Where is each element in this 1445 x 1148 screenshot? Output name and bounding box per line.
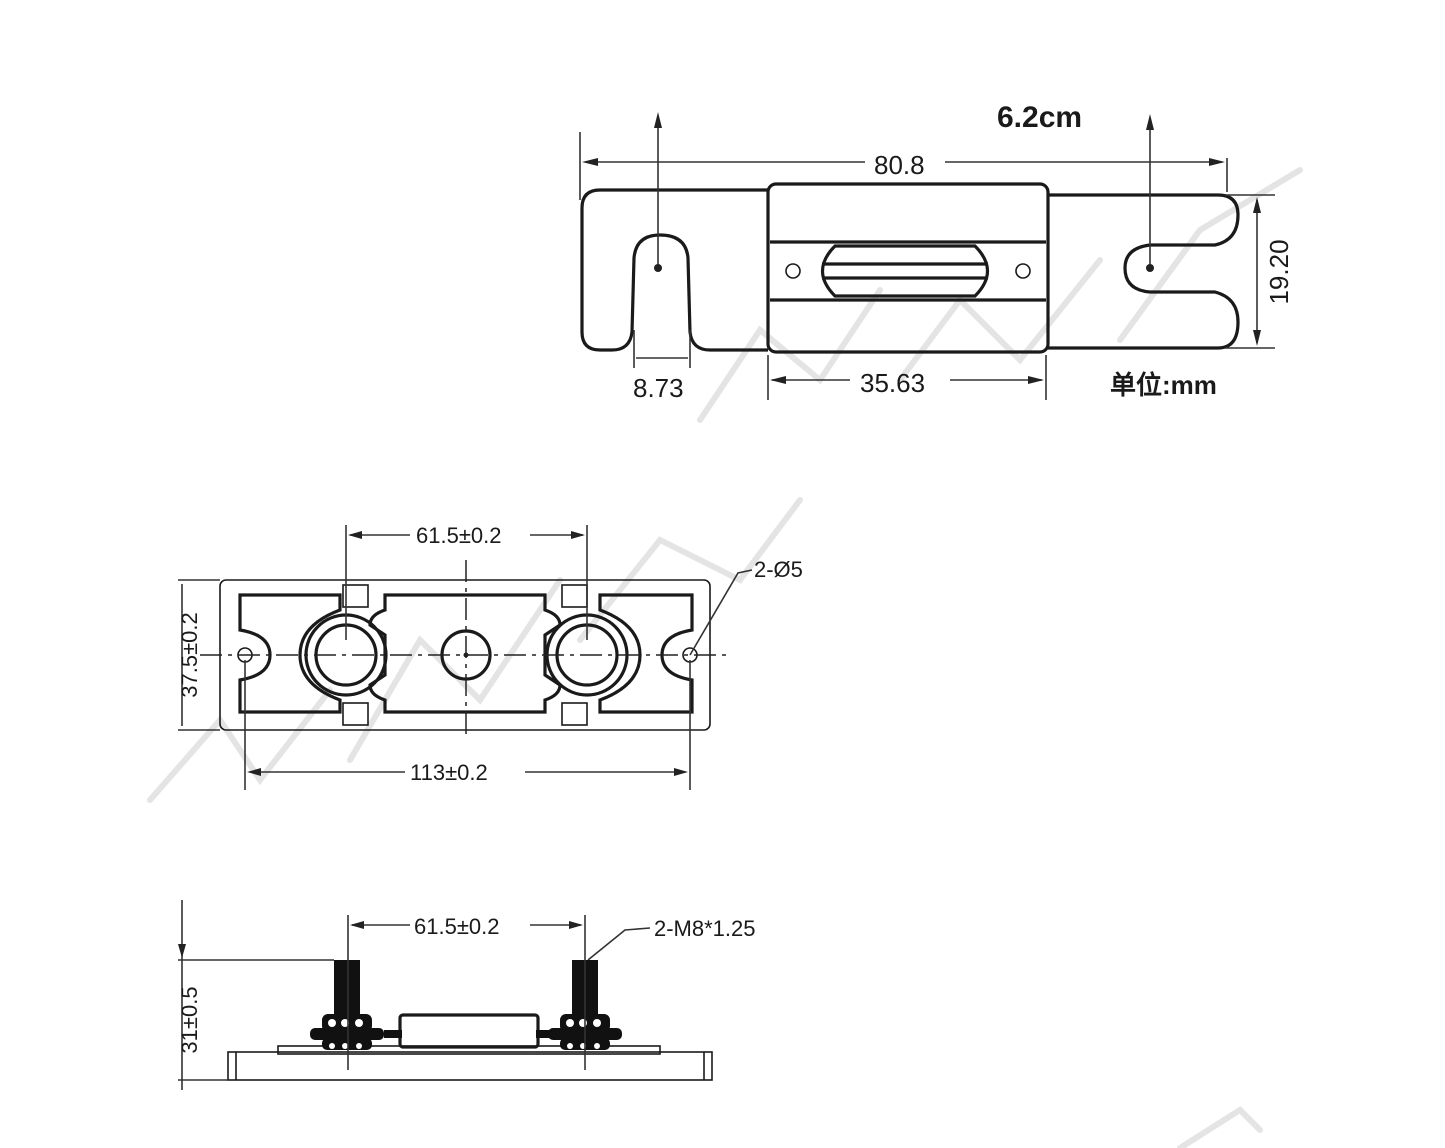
slot-width-label: 8.73 bbox=[633, 373, 684, 403]
mount-hole-callout: 2-Ø5 bbox=[754, 557, 803, 582]
stud-callout: 2-M8*1.25 bbox=[654, 916, 756, 941]
holder-width-label: 37.5±0.2 bbox=[177, 612, 202, 697]
holder-height-label: 31±0.5 bbox=[177, 986, 202, 1053]
fuse-top-labels: 6.2cm 80.8 8.73 35.63 单位:mm 19.20 bbox=[633, 101, 1294, 403]
size-label: 6.2cm bbox=[997, 101, 1082, 134]
height-label: 19.20 bbox=[1264, 239, 1294, 304]
holder-top-labels: 61.5±0.2 2-Ø5 113±0.2 37.5±0.2 bbox=[177, 523, 803, 785]
holder-side-view bbox=[178, 900, 713, 1090]
overall-length-label: 80.8 bbox=[874, 150, 925, 180]
holder-side-labels: 61.5±0.2 2-M8*1.25 31±0.5 bbox=[177, 914, 756, 1054]
left-nut-stack bbox=[310, 1014, 384, 1050]
stud-spacing-label: 61.5±0.2 bbox=[416, 523, 501, 548]
body-width-label: 35.63 bbox=[860, 368, 925, 398]
watermark bbox=[147, 167, 1303, 1148]
unit-label: 单位:mm bbox=[1110, 370, 1217, 400]
mount-hole-spacing-label: 113±0.2 bbox=[410, 760, 488, 785]
holder-top-view bbox=[178, 525, 753, 790]
side-stud-spacing-label: 61.5±0.2 bbox=[414, 914, 499, 939]
fuse-top-view bbox=[579, 112, 1275, 400]
